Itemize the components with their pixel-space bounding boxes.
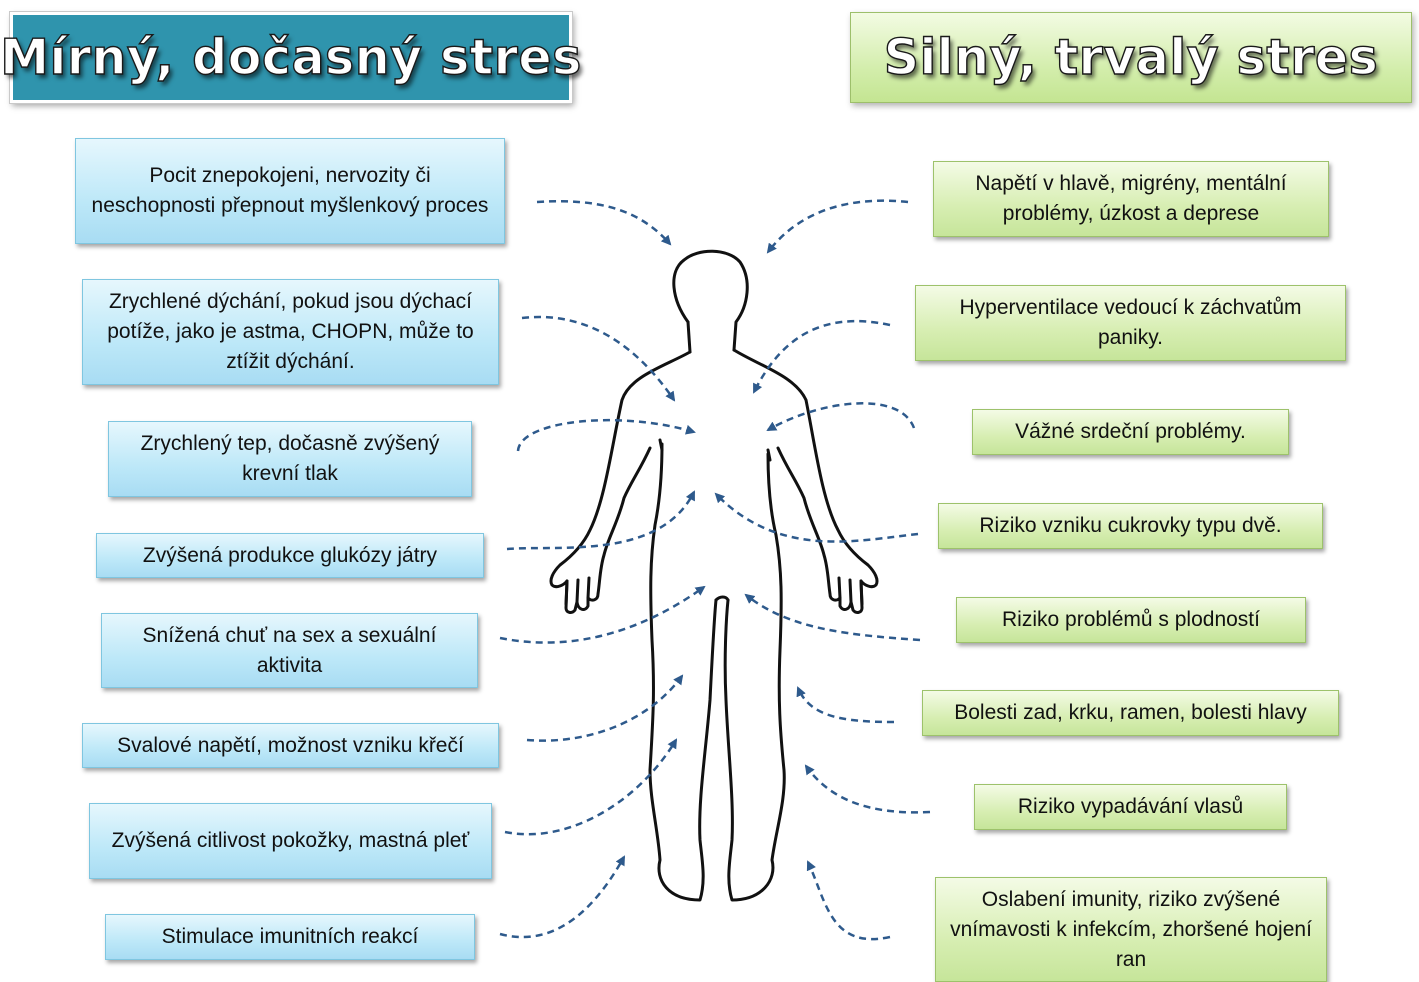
left-effect-glucose: Zvýšená produkce glukózy játry	[96, 533, 484, 578]
left-effect-immune-stimulation: Stimulace imunitních reakcí	[105, 914, 475, 960]
arrow-immune-stim	[499, 855, 626, 939]
arrows-severe	[714, 199, 931, 941]
arrow-weak-immunity	[806, 860, 891, 941]
right-effect-hair-loss: Riziko vypadávání vlasů	[974, 784, 1287, 830]
arrow-hyperventilation	[752, 320, 891, 394]
left-effect-heart-rate: Zrychlený tep, dočasně zvýšený krevní tl…	[108, 421, 472, 497]
left-effect-breathing: Zrychlené dýchání, pokud jsou dýchací po…	[82, 279, 499, 385]
arrow-headache	[766, 199, 909, 254]
arrow-heart-problems	[766, 402, 916, 432]
arrow-breathing	[521, 315, 676, 402]
right-effect-weak-immunity: Oslabení imunity, riziko zvýšené vnímavo…	[935, 877, 1327, 982]
arrow-glucose	[506, 490, 696, 551]
arrow-back-pain	[796, 686, 895, 724]
right-effect-diabetes: Riziko vzniku cukrovky typu dvě.	[938, 503, 1323, 549]
arrows-mild	[499, 200, 706, 939]
left-effect-anxiety: Pocit znepokojeni, nervozity či neschopn…	[75, 138, 505, 244]
right-effect-back-pain: Bolesti zad, krku, ramen, bolesti hlavy	[922, 690, 1339, 736]
left-effect-skin: Zvýšená citlivost pokožky, mastná pleť	[89, 803, 492, 879]
header-severe-stress: Silný, trvalý stres	[850, 12, 1412, 103]
arrow-diabetes	[714, 492, 919, 543]
right-effect-fertility: Riziko problémů s plodností	[956, 597, 1306, 643]
left-effect-libido: Snížená chuť na sex a sexuální aktivita	[101, 613, 478, 688]
arrow-skin	[504, 738, 678, 836]
arrow-hair-loss	[804, 764, 931, 814]
arrow-libido	[499, 585, 706, 644]
right-effect-heart-problems: Vážné srdeční problémy.	[972, 409, 1289, 455]
arrow-muscle	[526, 674, 684, 742]
left-effect-muscle-tension: Svalové napětí, možnost vzniku křečí	[82, 723, 499, 768]
arrow-anxiety	[536, 200, 672, 246]
right-effect-hyperventilation: Hyperventilace vedoucí k záchvatům panik…	[915, 285, 1346, 361]
right-effect-headache-mental: Napětí v hlavě, migrény, mentální problé…	[933, 161, 1329, 237]
human-body-outline	[549, 249, 879, 902]
arrow-heart-rate	[516, 419, 696, 452]
arrow-fertility	[744, 593, 921, 642]
header-mild-stress: Mírný, dočasný stres	[0, 12, 582, 103]
